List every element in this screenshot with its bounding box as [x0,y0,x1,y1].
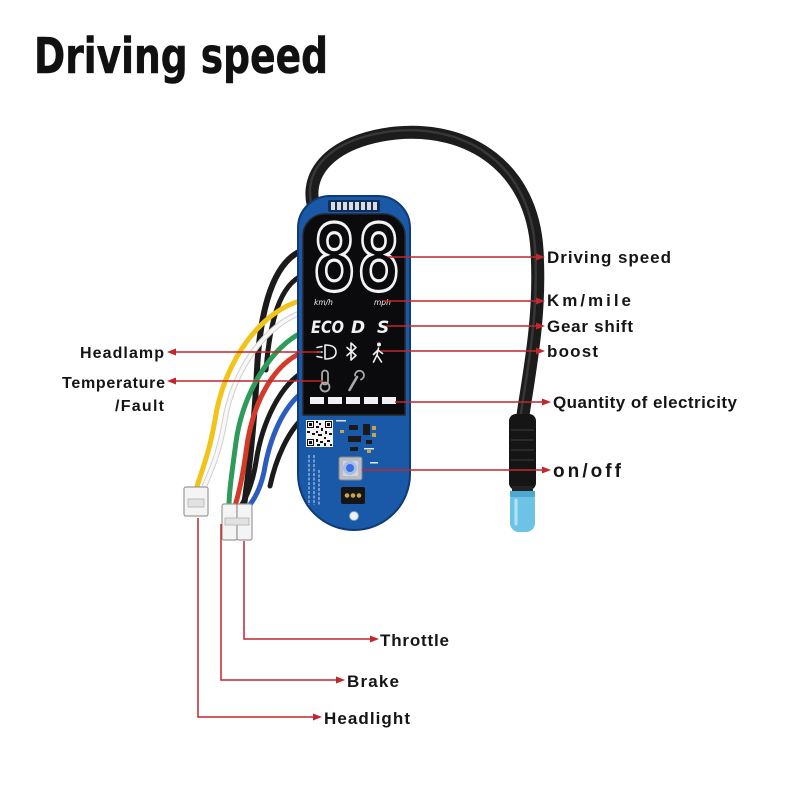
label-headlamp: Headlamp [80,345,164,362]
power-button [338,456,363,481]
callout-arrow-throttle [370,635,379,643]
lcd-screen [302,213,406,416]
wire-green [226,329,306,509]
wrench-icon-handle [348,375,359,392]
jst-connector-brake-throttle [221,503,253,541]
silkscreen-text-lines [308,455,320,505]
callout-arrow-boost [536,347,545,355]
callout-arrow-on-off [542,466,551,474]
battery-segment [310,397,324,404]
page-title: Driving speed [34,28,328,85]
qr-code-modules [307,421,332,446]
thermometer-icon-tube [321,369,329,386]
callouts-bottom: Throttle Brake Headlight [197,518,449,728]
wire-black [241,247,306,509]
cable-highlight [308,129,538,421]
smd-components [348,424,372,451]
callout-line-brake [220,524,336,681]
callout-line-throttle [243,541,370,640]
plug-tip [510,491,535,532]
label-driving-speed: Driving speed [547,248,671,267]
battery-segment [328,397,342,404]
label-temperature: Temperature [62,375,165,392]
label-quantity-of-electricity: Quantity of electricity [553,393,738,412]
gear-mode-d: D [351,318,365,338]
callout-arrow-quantity-of-electricity [542,398,551,406]
plug-housing [509,414,536,490]
label-km-mile: Km/mile [547,291,631,310]
callouts-right: Driving speed Km/mile Gear shift boost Q… [362,248,738,482]
label-fault: /Fault [115,398,165,415]
label-gear-shift: Gear shift [547,317,633,336]
plug-neck [512,486,533,494]
flex-contacts [331,202,377,210]
callouts-left: Headlamp Temperature /Fault [62,345,323,415]
plug-ridges [511,429,534,471]
plug-tip-band [510,491,535,497]
label-on-off: on/off [553,461,622,482]
wrench-icon-jaw [354,369,365,381]
unit-mph: mph [374,298,391,307]
power-button-led [346,464,354,472]
battery-gauge [310,397,396,404]
solder-pads [340,426,376,453]
callout-arrow-gear-shift [536,322,545,330]
gear-mode-s: S [377,318,389,338]
thermometer-icon-bulb [319,381,331,393]
display-board: 88 km/h mph ECO D S [297,195,411,531]
callout-arrow-headlight [313,713,322,721]
wire-black [238,369,306,509]
callout-arrow-temperature [167,377,176,385]
thermometer-icon [319,369,331,393]
callout-arrow-km-mile [536,297,545,305]
label-throttle: Throttle [380,631,449,650]
headlamp-icon-lamp [324,344,337,360]
wire-blue [245,389,306,510]
callout-arrow-brake [336,676,345,684]
callout-arrow-headlamp [167,348,176,356]
wire-harness [193,247,306,510]
mounting-hole [349,511,359,521]
connector-plug [509,414,536,532]
walk-icon-body [372,347,384,363]
wrench-icon [348,369,365,392]
wire-red [232,349,306,509]
wire-black [263,272,306,373]
jst-connector-headlight [183,486,209,517]
bluetooth-icon [346,342,357,361]
label-boost: boost [547,342,598,361]
wire-white [201,310,305,492]
battery-segment [382,397,396,404]
pin-header-pins [344,493,362,498]
connector-latch [224,517,250,526]
gear-mode-eco: ECO [311,318,344,338]
speed-digits: 88 [312,205,401,312]
label-headlight: Headlight [324,709,410,728]
battery-segment [346,397,360,404]
walk-icon [372,342,384,363]
unit-kmh: km/h [314,298,333,307]
callout-arrow-driving-speed [536,253,545,261]
callout-line-headlight [197,518,313,718]
connector-latch [187,498,205,508]
label-brake: Brake [347,672,399,691]
walk-icon-head [377,342,381,347]
battery-segment [364,397,378,404]
wire-yellow [193,297,306,493]
